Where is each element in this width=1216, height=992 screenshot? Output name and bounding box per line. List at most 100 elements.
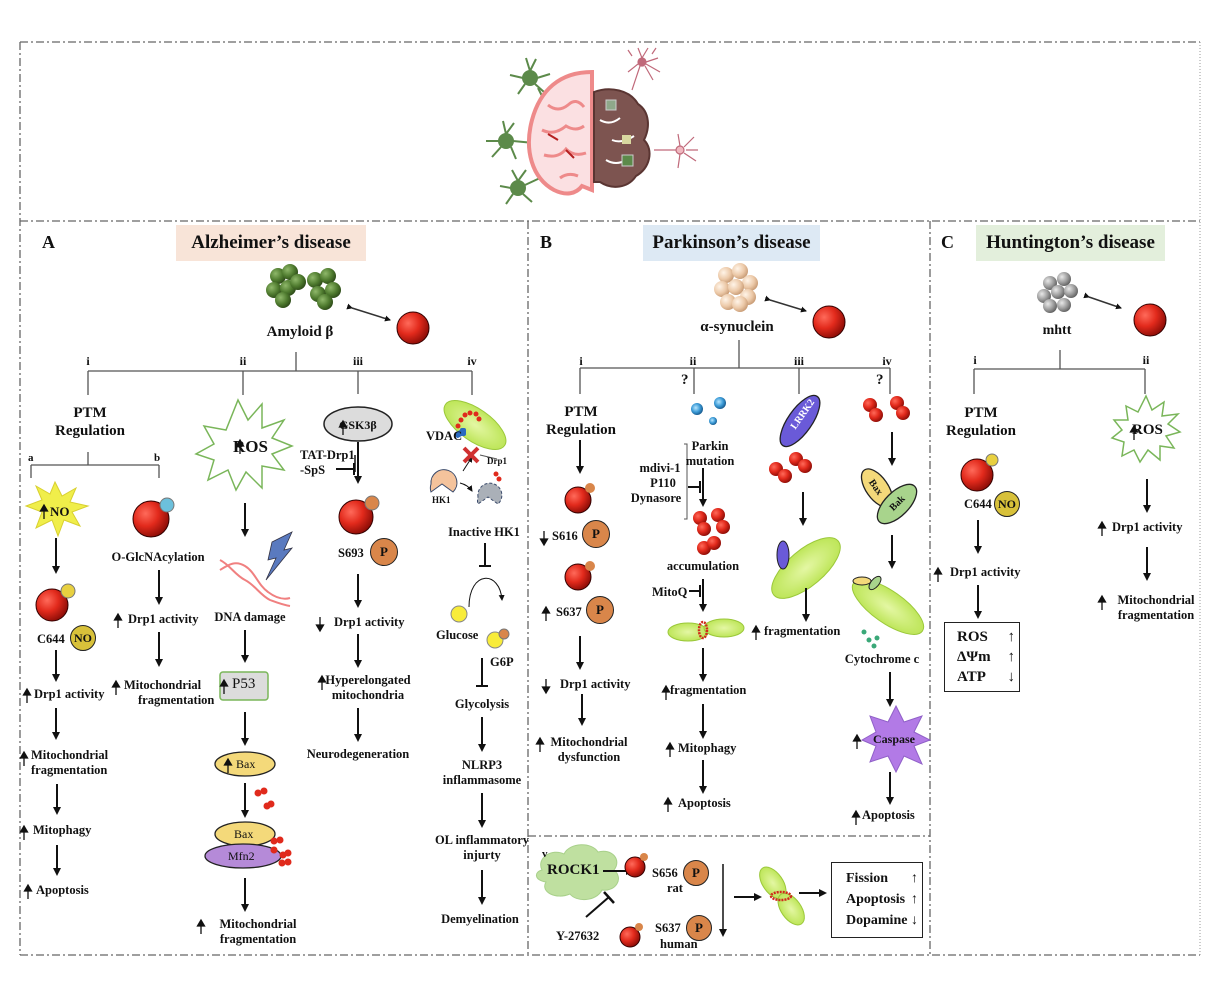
caspase-star-icon [860, 704, 932, 774]
site-c644: C644 [964, 497, 992, 511]
increase-arrow-icon [22, 687, 32, 703]
outcome-label: ATP [957, 669, 986, 685]
step-label: Drp1 activity [1112, 520, 1183, 534]
ptm-heading-line2: Regulation [545, 422, 617, 438]
increase-arrow-icon [19, 824, 29, 840]
sub-branch-b: b [154, 452, 161, 464]
arrow-down-icon: ↓ [911, 913, 918, 928]
step-line: injurty [463, 848, 501, 862]
increase-arrow-icon [1129, 424, 1139, 440]
bax-ellipse [214, 751, 276, 777]
parkin-icon [691, 397, 726, 425]
outcome-label: Dopamine [846, 913, 908, 928]
aggregate-label-synuclein: α-synuclein [700, 319, 774, 335]
increase-arrow-icon [19, 750, 29, 766]
question-mark: ? [681, 372, 689, 388]
g6p-label: G6P [490, 655, 514, 669]
panel-b-art [536, 263, 932, 948]
step-label: Mitophagy [33, 823, 92, 837]
healthy-neurons [486, 57, 551, 205]
increase-arrow-icon [223, 757, 233, 773]
mitochondrion-fission-icon-v [759, 866, 805, 926]
nitric-oxide-star-icon [24, 480, 90, 538]
bak-ellipse [876, 483, 918, 525]
brain-illustration [486, 47, 698, 205]
hk1-label: HK1 [432, 495, 451, 505]
step-label: Mitophagy [678, 741, 737, 755]
arrow-down-icon: ↓ [1007, 669, 1016, 685]
ptm-heading-line2: Regulation [945, 423, 1017, 439]
nitrosylation-badge: NO [70, 625, 96, 651]
panel-letter-a: A [42, 232, 55, 252]
branch-label: i [86, 354, 90, 368]
outcome-label: Apoptosis [846, 892, 906, 907]
step-label: Drp1 activity [560, 677, 631, 691]
panel-title-alzheimers: Alzheimer’s disease [176, 225, 366, 261]
panel-letter-c: C [941, 232, 954, 252]
increase-arrow-icon [39, 503, 49, 519]
ptm-heading-line1: PTM [964, 405, 998, 421]
step-line: dysfunction [557, 750, 621, 764]
step-label: Apoptosis [678, 796, 731, 810]
bax-label: Bax [236, 757, 256, 771]
step-label: Glycolysis [454, 697, 510, 711]
step-label: Drp1 activity [128, 612, 199, 626]
step-line: NLRP3 [461, 758, 503, 772]
panel-title-parkinsons: Parkinson’s disease [643, 225, 820, 261]
outcome-item: Apoptosis↑ [846, 889, 922, 910]
mitochondrion-icon [443, 400, 507, 450]
branch-label: iii [352, 354, 364, 368]
step-label: Apoptosis [862, 808, 915, 822]
drp1-label: Drp1 [487, 456, 507, 466]
step-label: Drp1 activity [34, 687, 105, 701]
step-label: fragmentation [670, 683, 747, 697]
site-s656: S656 [652, 866, 678, 880]
arrow-up-icon: ↑ [1007, 629, 1016, 645]
increase-arrow-icon [541, 605, 551, 621]
ros-label: ROS [233, 437, 268, 456]
increase-arrow-icon [317, 674, 327, 690]
increase-arrow-icon [219, 678, 229, 694]
panel-letter-b: B [540, 232, 553, 252]
step-line: Mitochondrial [31, 748, 109, 762]
site-s637: S637 [655, 921, 681, 935]
phospho-badge: P [370, 538, 398, 566]
aggregate-label-mhtt: mhtt [1042, 323, 1072, 338]
species-human: human [660, 937, 698, 951]
outcome-item: ROS↑ [957, 627, 1019, 647]
drp1-accumulation-icon [693, 508, 730, 555]
branch-label: ii [239, 354, 247, 368]
inhibitor-line: TAT-Drp1 [300, 448, 355, 462]
step-label: Demyelination [441, 912, 519, 926]
increase-arrow-icon [1097, 594, 1107, 610]
increase-arrow-icon [196, 918, 206, 934]
lightning-icon [265, 531, 294, 581]
diseased-hemisphere [593, 88, 651, 188]
panel-c-art [960, 272, 1182, 619]
step-label: Drp1 activity [950, 565, 1021, 579]
drp1-protein-icon [1133, 303, 1167, 337]
phospho-badge: P [686, 915, 712, 941]
step-label: Drp1 activity [334, 615, 405, 629]
arrow-up-icon: ↑ [1007, 649, 1016, 665]
bax-label-2: Bax [234, 827, 254, 841]
increase-arrow-icon [751, 624, 761, 640]
step-label: fragmentation [764, 624, 841, 638]
increase-arrow-icon [111, 679, 121, 695]
inhibitor-mdivi1: mdivi-1 [639, 461, 681, 475]
regulation-arrows [19, 419, 1139, 934]
step-label: Neurodegeneration [306, 747, 410, 761]
tat-drp1-sps-label: TAT-Drp1-SpS [300, 448, 355, 478]
mhtt-aggregate-icon [1037, 272, 1078, 313]
dna-damage-label: DNA damage [214, 610, 286, 624]
increase-arrow-icon [851, 809, 861, 825]
site-s616: S616 [552, 529, 578, 543]
site-s637: S637 [556, 605, 582, 619]
increase-arrow-icon [665, 741, 675, 757]
step-line: mitochondria [331, 688, 405, 702]
step-line: Mitochondrial [1117, 593, 1195, 607]
